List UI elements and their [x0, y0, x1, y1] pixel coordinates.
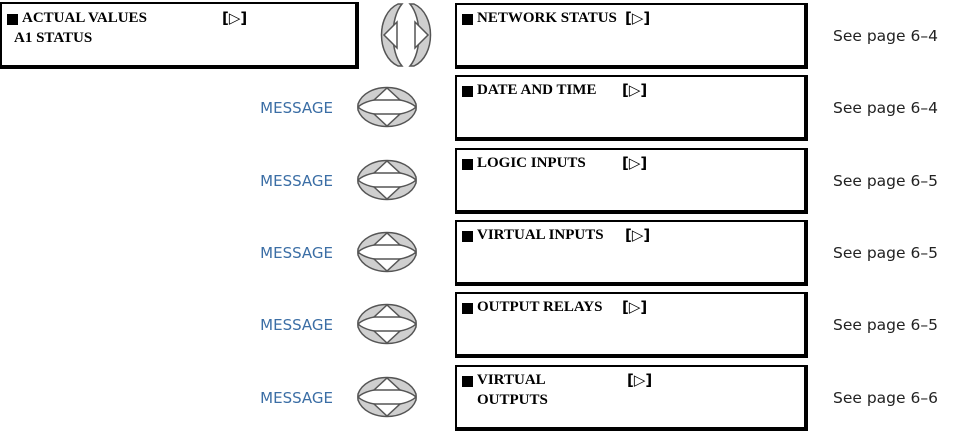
page-reference: See page 6–5 [833, 316, 938, 334]
menu-bullet [462, 303, 473, 314]
submenu-box-1: DATE AND TIME [▷] [455, 75, 808, 141]
message-label: MESSAGE [260, 99, 333, 117]
message-label: MESSAGE [260, 244, 333, 262]
submenu-title: LOGIC INPUTS [477, 155, 586, 171]
message-label: MESSAGE [260, 316, 333, 334]
expand-glyph: [▷] [625, 226, 651, 244]
message-label: MESSAGE [260, 389, 333, 407]
submenu-box-3: VIRTUAL INPUTS [▷] [455, 220, 808, 286]
expand-glyph: [▷] [622, 81, 648, 99]
submenu-title: VIRTUAL [477, 372, 546, 388]
page-reference: See page 6–5 [833, 244, 938, 262]
up-down-arrow-keys-icon [356, 364, 418, 430]
left-right-arrow-keys-icon [370, 2, 442, 68]
submenu-box-4: OUTPUT RELAYS [▷] [455, 292, 808, 358]
submenu-title: OUTPUT RELAYS [477, 299, 603, 315]
menu-bullet [462, 231, 473, 242]
up-down-arrow-keys-icon [356, 291, 418, 357]
submenu-title: VIRTUAL INPUTS [477, 227, 604, 243]
submenu-title: NETWORK STATUS [477, 10, 617, 26]
menu-title: ACTUAL VALUES [22, 10, 147, 26]
menu-bullet [462, 14, 473, 25]
page-reference: See page 6–4 [833, 27, 938, 45]
up-down-arrow-keys-icon [356, 219, 418, 285]
page-reference: See page 6–5 [833, 172, 938, 190]
expand-glyph: [▷] [627, 371, 653, 389]
menu-bullet [462, 86, 473, 97]
expand-glyph: [▷] [625, 9, 651, 27]
expand-glyph: [▷] [622, 298, 648, 316]
menu-bullet [462, 159, 473, 170]
up-down-arrow-keys-icon [356, 74, 418, 140]
submenu-box-2: LOGIC INPUTS [▷] [455, 148, 808, 214]
submenu-title: DATE AND TIME [477, 82, 597, 98]
expand-glyph: [▷] [622, 154, 648, 172]
page-reference: See page 6–4 [833, 99, 938, 117]
menu-bullet [462, 376, 473, 387]
menu-bullet [7, 14, 18, 25]
submenu-box-0: NETWORK STATUS [▷] [455, 3, 808, 69]
up-down-arrow-keys-icon [356, 147, 418, 213]
menu-subtitle: A1 STATUS [14, 30, 93, 46]
submenu-box-5: VIRTUAL [▷] OUTPUTS [455, 365, 808, 431]
message-label: MESSAGE [260, 172, 333, 190]
expand-glyph: [▷] [222, 9, 248, 27]
submenu-subtitle: OUTPUTS [477, 392, 548, 408]
page-reference: See page 6–6 [833, 389, 938, 407]
actual-values-menu-box: ACTUAL VALUES [▷] A1 STATUS [0, 2, 359, 69]
